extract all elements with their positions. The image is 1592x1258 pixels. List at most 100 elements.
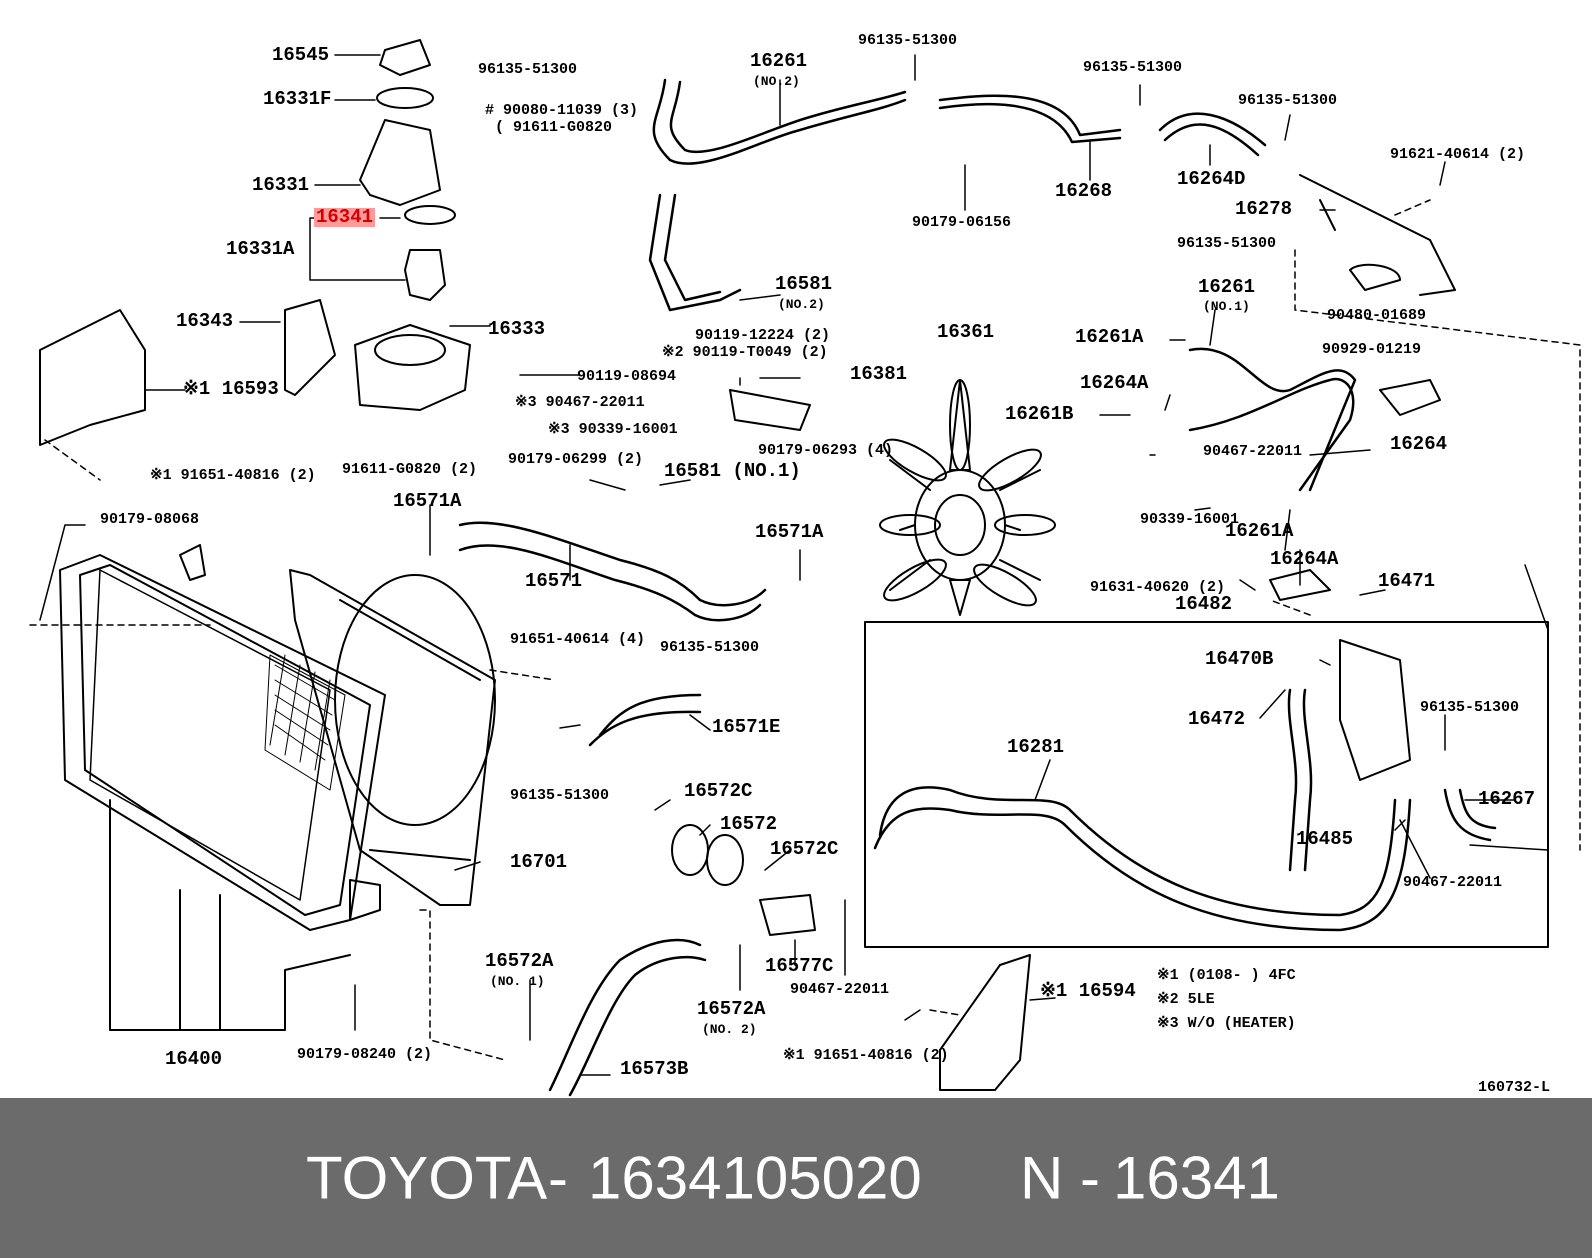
label-96135-51300-b: 96135-51300 xyxy=(858,32,958,49)
label-91611-G0820-a: ( 91611-G0820 xyxy=(495,119,613,136)
label-16331F: 16331F xyxy=(263,88,332,110)
diagram-drawing xyxy=(29,39,1581,1097)
label-16267: 16267 xyxy=(1478,788,1536,810)
fan-drawing xyxy=(879,379,1056,616)
label-16572: 16572 xyxy=(720,813,778,835)
label-16572C-a: 16572C xyxy=(684,780,753,802)
label-16572A-no1-sub: (NO. 1) xyxy=(490,974,545,989)
notes-legend: ※1 (0108- ) 4FC ※2 5LE ※3 W/O (HEATER) xyxy=(1157,968,1296,1031)
reservoir-group-box xyxy=(864,621,1549,948)
label-90929-01219: 90929-01219 xyxy=(1322,341,1422,358)
label-16381: 16381 xyxy=(850,363,908,385)
label-16572A-no2: 16572A xyxy=(697,998,766,1020)
ref-number: 16341 xyxy=(1113,1144,1280,1212)
label-16472: 16472 xyxy=(1188,708,1246,730)
separator-1: - xyxy=(548,1144,568,1212)
diagram-ref-code: 160732-L xyxy=(1478,1079,1551,1096)
label-16571E: 16571E xyxy=(712,716,781,738)
note-3: ※3 W/O (HEATER) xyxy=(1157,1015,1296,1032)
label-90119-T0049: ※2 90119-T0049 (2) xyxy=(662,344,828,361)
label-16261-no1-sub: (NO.1) xyxy=(1203,299,1250,314)
radiator-drawing xyxy=(59,544,386,1031)
label-16485: 16485 xyxy=(1296,828,1354,850)
label-91611-G0820-b: 91611-G0820 (2) xyxy=(342,461,478,478)
label-16261A-a: 16261A xyxy=(1075,326,1144,348)
label-96135-51300-g: 96135-51300 xyxy=(660,639,760,656)
label-16573B: 16573B xyxy=(620,1058,689,1080)
label-16264A-b: 16264A xyxy=(1270,548,1339,570)
label-90467-22011-c: 90467-22011 xyxy=(1403,874,1503,891)
note-1: ※1 (0108- ) 4FC xyxy=(1157,967,1296,984)
label-16261-no2: 16261 xyxy=(750,50,808,72)
label-16261-no1: 16261 xyxy=(1198,276,1256,298)
parts-diagram: 16545 16331F 16331 16341 16331A 16343 ※1… xyxy=(29,32,1581,1097)
label-90179-06156: 90179-06156 xyxy=(912,214,1012,231)
label-90339-16001-a: 90339-16001 xyxy=(1140,511,1240,528)
label-16581-no1: 16581 (NO.1) xyxy=(664,460,801,482)
brand-name: TOYOTA xyxy=(306,1144,548,1212)
label-90467-22011-b: ※3 90467-22011 xyxy=(515,394,645,411)
label-16261B: 16261B xyxy=(1005,403,1074,425)
label-96135-51300-d: 96135-51300 xyxy=(1238,92,1338,109)
label-16264A-a: 16264A xyxy=(1080,372,1149,394)
label-16482: 16482 xyxy=(1175,593,1233,615)
hoses-drawing xyxy=(458,78,1497,1097)
label-90179-06293: 90179-06293 (4) xyxy=(758,442,894,459)
label-90467-22011-d: 90467-22011 xyxy=(790,981,890,998)
label-16361: 16361 xyxy=(937,321,995,343)
label-91621-40614: 91621-40614 (2) xyxy=(1390,146,1526,163)
label-16278: 16278 xyxy=(1235,198,1293,220)
label-16268: 16268 xyxy=(1055,180,1113,202)
label-91651-40816-b: ※1 91651-40816 (2) xyxy=(783,1047,949,1064)
part-info-banner: TOYOTA - 1634105020 N - 16341 xyxy=(0,1098,1592,1258)
label-90080-11039: # 90080-11039 (3) xyxy=(485,102,639,119)
label-96135-51300-h: 96135-51300 xyxy=(510,787,610,804)
label-16343: 16343 xyxy=(176,310,234,332)
label-16331: 16331 xyxy=(252,174,310,196)
fan-shroud-drawing xyxy=(289,569,496,906)
label-90119-12224: 90119-12224 (2) xyxy=(695,327,831,344)
label-90179-08240: 90179-08240 (2) xyxy=(297,1046,433,1063)
label-16577C: 16577C xyxy=(765,955,834,977)
label-16400: 16400 xyxy=(165,1048,223,1070)
label-16594: ※1 16594 xyxy=(1040,980,1136,1002)
label-90179-06299: 90179-06299 (2) xyxy=(508,451,644,468)
label-16593: ※1 16593 xyxy=(183,378,279,400)
label-16572A-no1: 16572A xyxy=(485,950,554,972)
ref-prefix: N xyxy=(1020,1144,1064,1212)
label-16261A-b: 16261A xyxy=(1225,520,1294,542)
label-16333: 16333 xyxy=(488,318,546,340)
label-16470B: 16470B xyxy=(1205,648,1274,670)
label-96135-51300-e: 96135-51300 xyxy=(1177,235,1277,252)
label-90119-08694: 90119-08694 xyxy=(577,368,677,385)
label-16261-no2-sub: (NO.2) xyxy=(753,74,800,89)
label-90480-01689: 90480-01689 xyxy=(1327,307,1427,324)
label-16264D: 16264D xyxy=(1177,168,1246,190)
separator-2: - xyxy=(1080,1144,1100,1212)
label-16572C-b: 16572C xyxy=(770,838,839,860)
label-91651-40816-a: ※1 91651-40816 (2) xyxy=(150,467,316,484)
label-90179-08068: 90179-08068 xyxy=(100,511,200,528)
label-16281: 16281 xyxy=(1007,736,1065,758)
dashed-references xyxy=(29,199,1581,1061)
label-91651-40614: 91651-40614 (4) xyxy=(510,631,646,648)
label-16545: 16545 xyxy=(272,44,330,66)
highlighted-part-label[interactable]: 16341 xyxy=(314,206,376,228)
part-number: 1634105020 xyxy=(588,1144,922,1212)
note-2: ※2 5LE xyxy=(1157,991,1215,1008)
label-96135-51300-a: 96135-51300 xyxy=(478,61,578,78)
label-16581-no2-sub: (NO.2) xyxy=(778,297,825,312)
label-16571A-a: 16571A xyxy=(393,490,462,512)
label-16571A-b: 16571A xyxy=(755,521,824,543)
label-16471: 16471 xyxy=(1378,570,1436,592)
label-90339-16001-b: ※3 90339-16001 xyxy=(548,421,678,438)
label-96135-51300-c: 96135-51300 xyxy=(1083,59,1183,76)
label-16581-no2: 16581 xyxy=(775,273,833,295)
label-16571: 16571 xyxy=(525,570,583,592)
label-90467-22011-a: 90467-22011 xyxy=(1203,443,1303,460)
label-16331A: 16331A xyxy=(226,238,295,260)
label-16572A-no2-sub: (NO. 2) xyxy=(702,1022,757,1037)
small-parts-drawing xyxy=(39,39,1456,1091)
label-16701: 16701 xyxy=(510,851,568,873)
label-91631-40620: 91631-40620 (2) xyxy=(1090,579,1226,596)
